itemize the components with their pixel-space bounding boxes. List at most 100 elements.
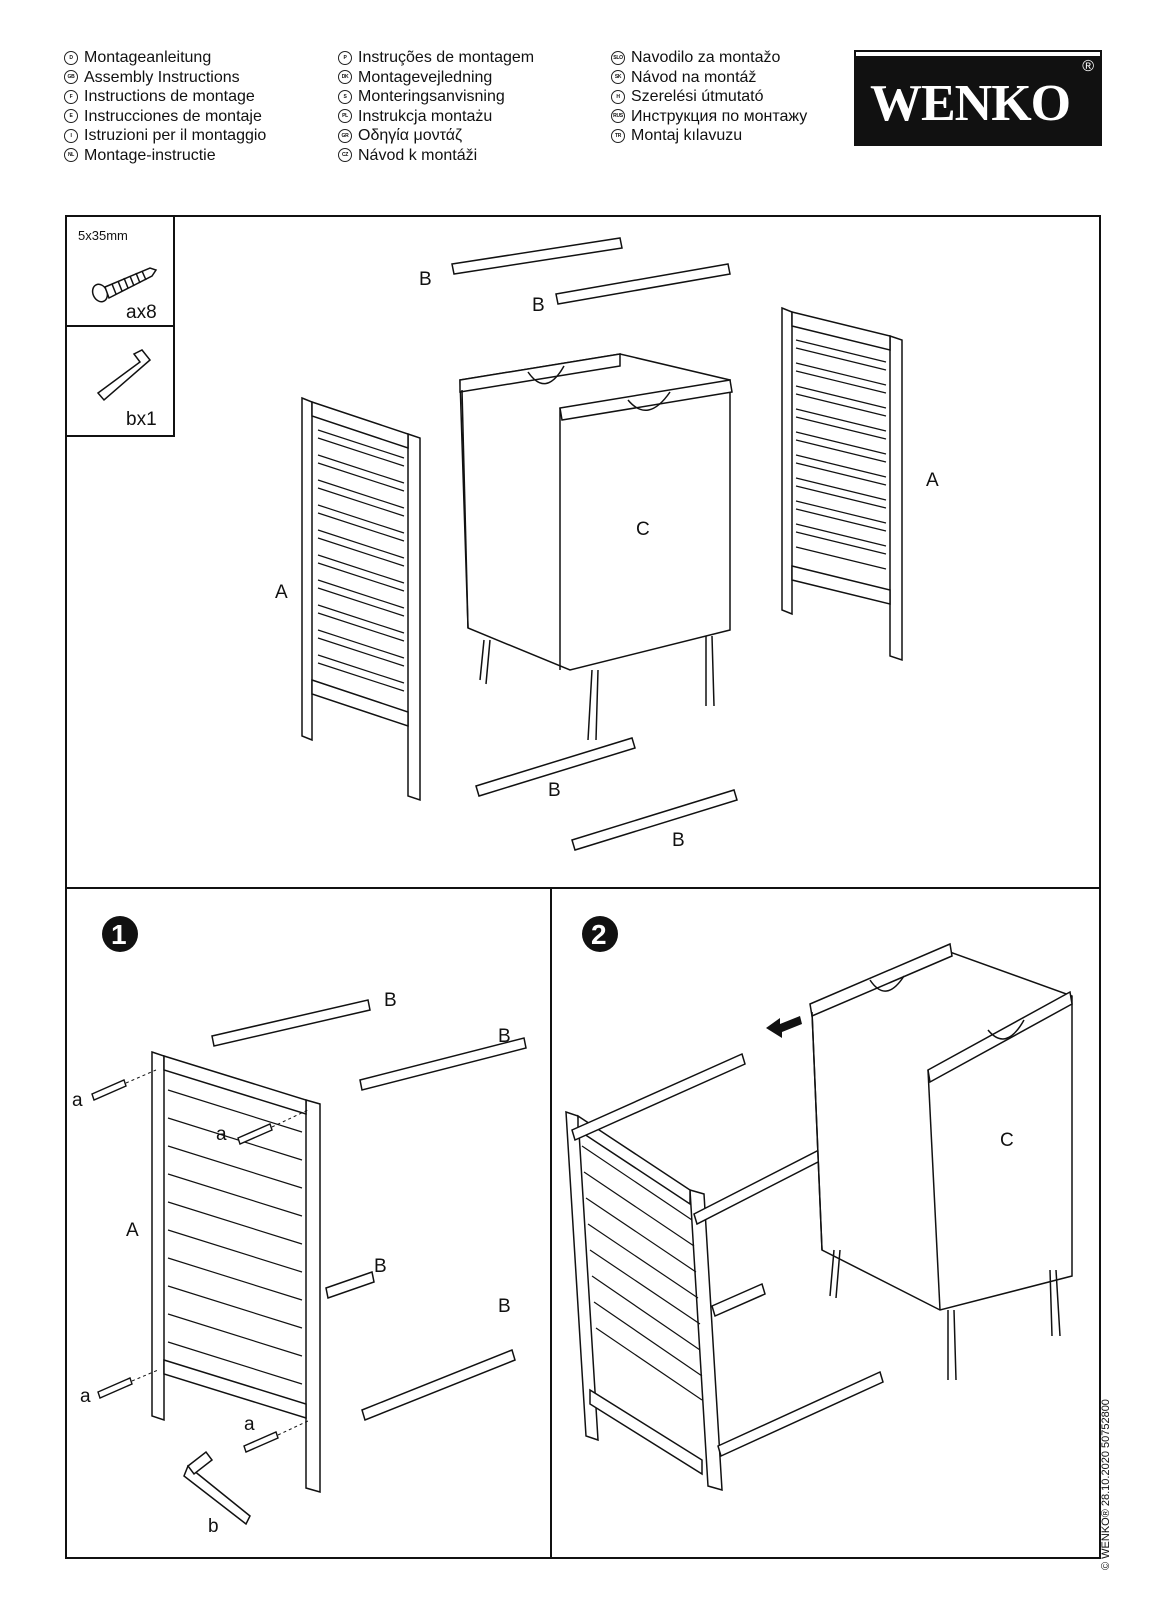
wrench-qty-label: bx1 bbox=[126, 409, 157, 430]
rod-top-1 bbox=[451, 237, 623, 275]
screw-icon bbox=[91, 267, 158, 303]
language-code-badge: GR bbox=[338, 128, 352, 143]
step2-badge bbox=[582, 916, 618, 952]
rod-bottom-1 bbox=[475, 737, 636, 797]
language-code-badge: PL bbox=[338, 109, 352, 124]
language-code-badge: D bbox=[64, 50, 78, 65]
language-item: SK Návod na montáž bbox=[611, 68, 807, 88]
language-item: TR Montaj kılavuzu bbox=[611, 126, 807, 146]
language-item: S Monteringsanvisning bbox=[338, 87, 534, 107]
language-title: Instrucciones de montaje bbox=[84, 107, 262, 125]
language-item: I Istruzioni per il montaggio bbox=[64, 126, 266, 146]
step1-label-a-1: a bbox=[72, 1090, 83, 1111]
language-item: GR Οδηγία μοντάζ bbox=[338, 126, 534, 146]
language-title: Instrukcja montażu bbox=[358, 107, 493, 125]
language-title: Návod k montáži bbox=[358, 146, 478, 164]
copyright-note: © WENKO® 28.10.2020 50752800 bbox=[1100, 1399, 1112, 1570]
language-title: Instruções de montagem bbox=[358, 49, 535, 66]
language-code-badge: GB bbox=[64, 70, 78, 85]
language-code-badge: SK bbox=[611, 70, 625, 85]
step2-panel-slats bbox=[581, 1145, 703, 1401]
language-item: DK Montagevejledning bbox=[338, 68, 534, 88]
side-panel-left-slats bbox=[317, 429, 405, 692]
step1-panel-slats bbox=[167, 1089, 303, 1385]
language-title: Istruzioni per il montaggio bbox=[84, 127, 267, 144]
language-title: Montageanleitung bbox=[84, 49, 212, 66]
language-item: E Instrucciones de montaje bbox=[64, 107, 266, 127]
language-title: Szerelési útmutató bbox=[631, 88, 764, 105]
step1-label-B-4: B bbox=[498, 1296, 511, 1317]
step1-rods bbox=[211, 999, 527, 1422]
label-B-top-2: B bbox=[532, 295, 545, 316]
language-item: D Montageanleitung bbox=[64, 48, 266, 68]
step1-badge bbox=[102, 916, 138, 952]
label-A-right: A bbox=[926, 470, 939, 491]
registered-mark: ® bbox=[1082, 58, 1094, 75]
language-title: Οδηγία μοντάζ bbox=[358, 127, 463, 144]
language-title: Montage-instructie bbox=[84, 146, 216, 164]
language-code-badge: DK bbox=[338, 70, 352, 85]
step1-label-a-3: a bbox=[80, 1386, 91, 1407]
step1-label-b: b bbox=[208, 1516, 219, 1537]
language-code-badge: NL bbox=[64, 148, 78, 163]
language-code-badge: S bbox=[338, 89, 352, 104]
step2-panel bbox=[550, 887, 1101, 1559]
language-item: F Instructions de montage bbox=[64, 87, 266, 107]
label-B-bottom-2: B bbox=[672, 830, 685, 851]
language-code-badge: SLO bbox=[611, 50, 625, 65]
step2-laundry-bag bbox=[809, 942, 1073, 1381]
step1-side-panel bbox=[151, 1050, 321, 1493]
language-item: RUS Инструкция по монтажу bbox=[611, 107, 807, 127]
language-title: Monteringsanvisning bbox=[358, 88, 505, 105]
language-item: NL Montage-instructie bbox=[64, 146, 266, 166]
language-title: Montagevejledning bbox=[358, 68, 493, 86]
language-item: PL Instrukcja montażu bbox=[338, 107, 534, 127]
step1-number: 1 bbox=[111, 919, 127, 950]
step1-screws bbox=[91, 1079, 279, 1453]
language-item: P Instruções de montagem bbox=[338, 48, 534, 68]
language-code-badge: E bbox=[64, 109, 78, 124]
step2-number: 2 bbox=[591, 919, 607, 950]
language-code-badge: RUS bbox=[611, 109, 625, 124]
language-item: GB Assembly Instructions bbox=[64, 68, 266, 88]
language-item: CZ Návod k montáži bbox=[338, 146, 534, 166]
language-code-badge: TR bbox=[611, 128, 625, 143]
language-code-badge: CZ bbox=[338, 148, 352, 163]
step2-frame bbox=[565, 1110, 723, 1492]
language-code-badge: P bbox=[338, 50, 352, 65]
language-title: Инструкция по монтажу bbox=[631, 107, 808, 125]
label-A-left: A bbox=[275, 582, 288, 603]
step1-label-B-3: B bbox=[374, 1256, 387, 1277]
allen-wrench-icon bbox=[96, 349, 152, 402]
step1-label-B-2: B bbox=[498, 1026, 511, 1047]
language-item: SLO Navodilo za montažo bbox=[611, 48, 807, 68]
side-panel-right bbox=[781, 306, 903, 662]
laundry-bag bbox=[459, 353, 733, 741]
step1-label-B-1: B bbox=[384, 990, 397, 1011]
rod-bottom-2 bbox=[571, 789, 738, 851]
logo-wordmark: WENKO bbox=[870, 75, 1071, 132]
step2-label-C: C bbox=[1000, 1130, 1014, 1151]
language-title: Montaj kılavuzu bbox=[631, 127, 743, 144]
step1-label-a-4: a bbox=[244, 1414, 255, 1435]
side-panel-left bbox=[301, 396, 421, 802]
screw-qty-label: ax8 bbox=[126, 302, 157, 323]
wenko-logo: WENKO ® bbox=[854, 50, 1102, 146]
label-B-bottom-1: B bbox=[548, 780, 561, 801]
side-panel-right-slats bbox=[795, 339, 887, 570]
language-code-badge: I bbox=[64, 128, 78, 143]
step1-label-a-2: a bbox=[216, 1124, 227, 1145]
language-title: Instructions de montage bbox=[84, 88, 255, 105]
language-title: Navodilo za montažo bbox=[631, 49, 781, 66]
language-title: Assembly Instructions bbox=[84, 68, 240, 86]
screw-size-label: 5x35mm bbox=[78, 228, 128, 243]
label-B-top-1: B bbox=[419, 269, 432, 290]
language-title: Návod na montáž bbox=[631, 68, 757, 86]
language-code-badge: F bbox=[64, 89, 78, 104]
step1-allen-wrench bbox=[183, 1450, 251, 1526]
